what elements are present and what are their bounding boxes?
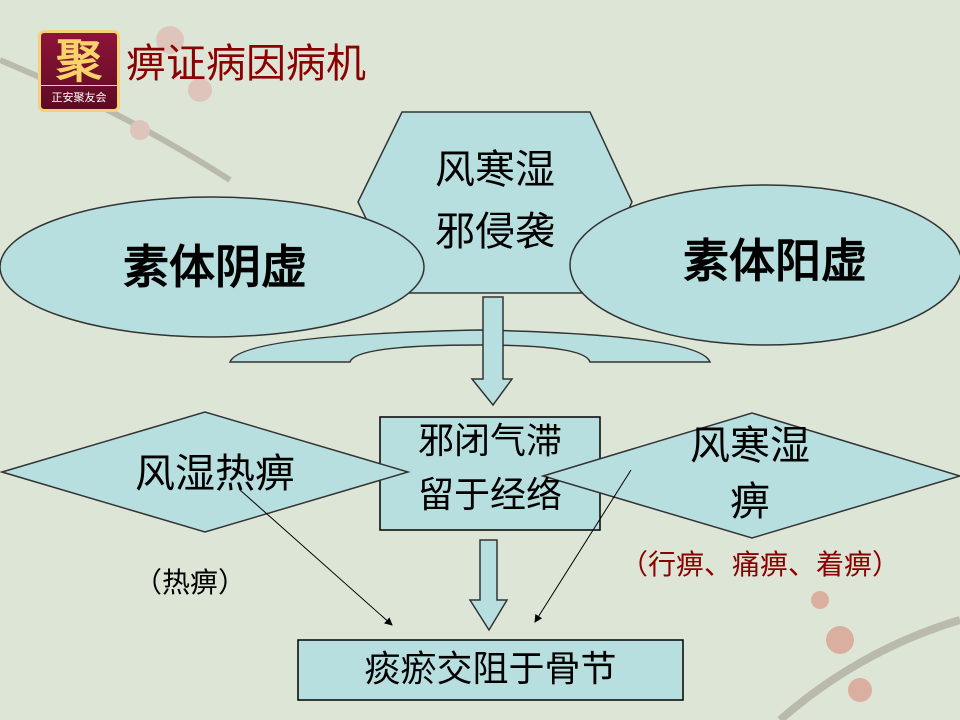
down-arrow-bottom [468, 539, 509, 632]
right-ellipse-label: 素体阳虚 [683, 234, 867, 288]
left-diamond-shape [0, 411, 411, 533]
hexagon-line-2: 邪侵袭 [435, 209, 555, 255]
left-diamond-label: 风湿热痹 [135, 451, 295, 497]
bottom-box-label: 痰瘀交阻于骨节 [364, 649, 617, 690]
logo-caption: 正安聚友会 [41, 85, 117, 105]
left-ellipse-label: 素体阴虚 [123, 240, 307, 294]
logo-char: 聚 [56, 34, 102, 88]
hexagon-line-1: 风寒湿 [435, 147, 555, 193]
page-title: 痹证病因病机 [126, 41, 366, 87]
left-note: （热痹） [133, 566, 246, 599]
bottom-box-shape [297, 639, 684, 701]
down-arrow-top [470, 296, 514, 407]
left-ellipse-shape [0, 196, 425, 338]
logo: 聚 正安聚友会 [38, 30, 120, 112]
plum-blossom-decoration [0, 26, 960, 720]
center-box-line-2: 留于经络 [417, 475, 562, 516]
right-diamond-line-2: 痹 [730, 479, 770, 525]
brace-shape [228, 329, 712, 363]
right-connector-arrow [534, 469, 632, 623]
right-diamond-line-1: 风寒湿 [690, 423, 810, 469]
right-ellipse-shape [569, 184, 960, 346]
right-note: （行痹、痛痹、着痹） [619, 548, 900, 581]
right-diamond-shape [540, 412, 960, 539]
left-connector-arrow [239, 489, 393, 626]
center-box-line-1: 邪闭气滞 [417, 421, 562, 462]
